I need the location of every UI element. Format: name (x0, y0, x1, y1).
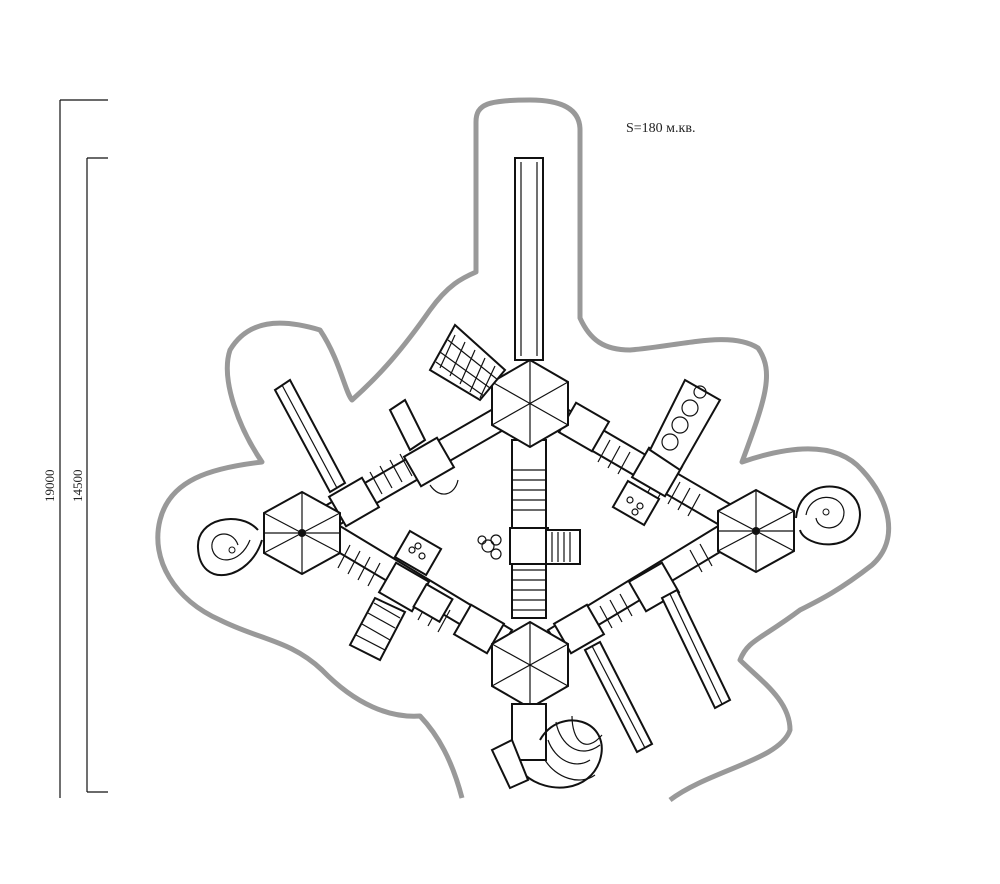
straight-slides (273, 378, 732, 754)
center-ramp-right (545, 529, 581, 565)
center-arc (429, 479, 459, 495)
left-spiral-slide (196, 518, 263, 577)
center-panel-left (477, 534, 502, 560)
dimension-outer-label: 19000 (42, 469, 57, 503)
right-spiral-slide (795, 485, 862, 546)
area-label: S=180 м.кв. (626, 121, 696, 136)
pebble-panels (393, 479, 661, 624)
climbing-net-top-left (428, 323, 507, 402)
dimension-lines (59, 99, 108, 798)
tower-right (717, 488, 795, 574)
tower-top (491, 358, 569, 449)
top-long-slide (514, 157, 544, 361)
dimension-inner-label: 14500 (70, 469, 85, 503)
climbing-wall-right (648, 378, 722, 472)
tower-bottom (491, 620, 569, 710)
platforms (327, 401, 684, 655)
safety-zone-outline (155, 97, 892, 803)
bottom-spiral-slide (490, 703, 603, 790)
rope-ladder-left-bottom (348, 596, 407, 662)
tower-left (263, 490, 341, 576)
